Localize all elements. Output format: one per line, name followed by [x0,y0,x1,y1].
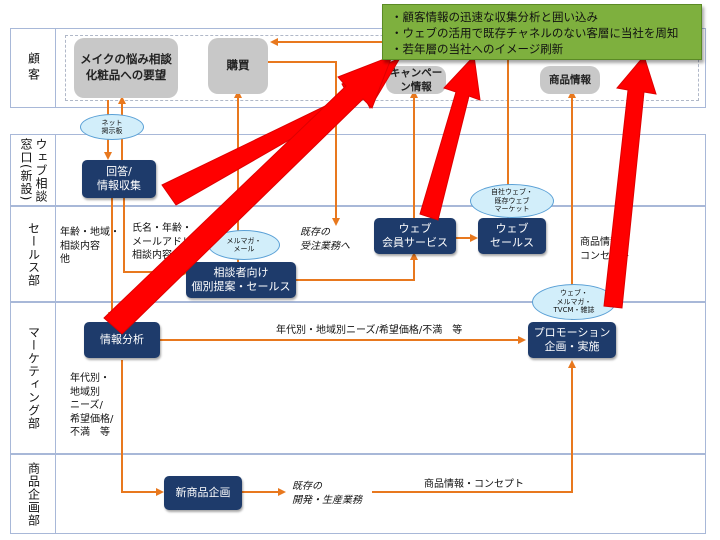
lane-label-web-window: ウェブ相談窓口(新設) [11,135,56,205]
label-needs-left: 年代別・ 地域別 ニーズ/ 希望価格/ 不満 等 [70,373,114,438]
goal-item-2: ・ウェブの活用で既存チャネルのない客層に当社を周知 [391,26,679,41]
analysis-node: 情報分析 [84,322,160,358]
goal-item-1: ・顧客情報の迅速な収集分析と囲い込み [391,10,598,24]
makeup-request-box: メイクの悩み相談 化粧品への要望 [74,38,178,98]
web-sales-node: ウェブ セールス [478,218,546,254]
label-name-age: 氏名・年齢・ メールアドレス 相談内容 [132,223,202,261]
label-product-concept-bottom: 商品情報・コンセプト [424,479,524,490]
lane-label-customer: 顧客 [11,29,56,107]
lane-label-marketing: マーケティング部 [11,303,56,453]
lane-label-product-planning: 商品企画部 [11,455,56,533]
purchase-box: 購買 [208,38,268,94]
product-info-box: 商品情報 [540,66,600,94]
consult-sales-node: 相談者向け 個別提案・セールス [186,262,296,298]
label-existing-dev: 既存の 開発・生産業務 [292,481,362,506]
mailmag-oval: メルマガ・ メール [208,230,280,260]
label-product-concept-right: 商品情報・ コンセプト [580,237,630,262]
promotion-node: プロモーション 企画・実施 [528,322,616,358]
label-existing-order: 既存の 受注業務へ [300,227,350,252]
lane-label-sales: セールス部 [11,207,56,301]
media-oval: ウェブ・ メルマガ・ TVCM・雑誌 [532,284,616,320]
answer-collect-node: 回答/ 情報収集 [82,160,156,198]
campaign-info-box: キャンペーン情報 [386,66,446,94]
own-web-oval: 自社ウェブ・ 既存ウェブ マーケット [470,184,554,218]
net-board-oval: ネット 掲示板 [80,114,144,140]
label-needs-line: 年代別・地域別ニーズ/希望価格/不満 等 [276,325,463,336]
label-age-region: 年齢・地域・ 相談内容 他 [60,227,120,265]
goal-box: ・顧客情報の迅速な収集分析と囲い込み ・ウェブの活用で既存チャネルのない客層に当… [382,4,702,60]
goal-item-3: ・若年層の当社へのイメージ刷新 [391,42,564,57]
new-product-node: 新商品企画 [164,476,242,510]
web-member-node: ウェブ 会員サービス [374,218,456,254]
